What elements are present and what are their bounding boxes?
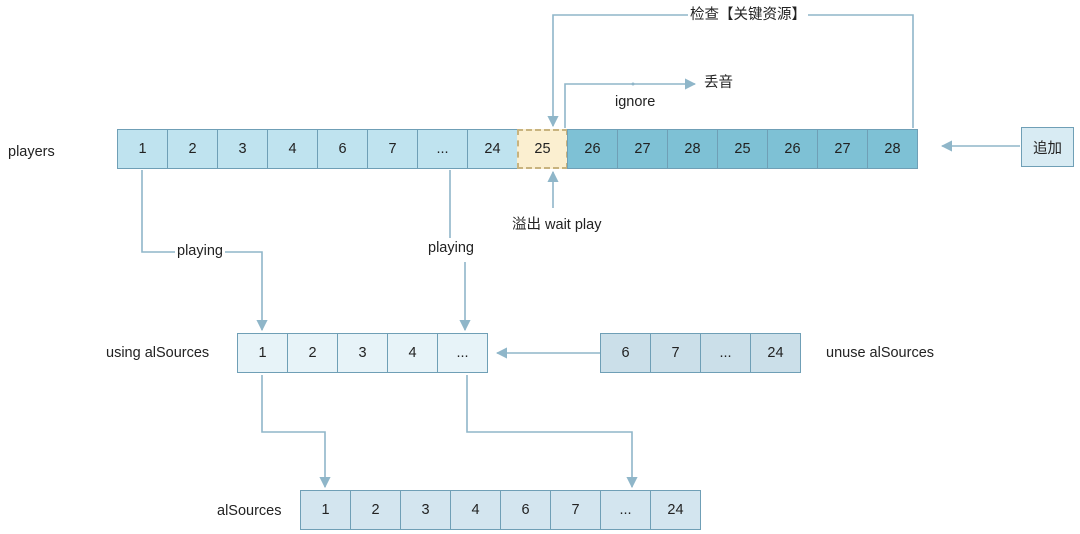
players-label: players — [8, 144, 55, 160]
ignore-line — [564, 78, 697, 128]
player-cell: ... — [417, 129, 468, 169]
player-cell: 28 — [667, 129, 718, 169]
player-cell: 27 — [817, 129, 868, 169]
using-alsource-cell: 2 — [287, 333, 338, 373]
player-cell: 6 — [317, 129, 368, 169]
append-button[interactable]: 追加 — [1021, 127, 1074, 167]
using-alsource-cell: 4 — [387, 333, 438, 373]
player-cell: 1 — [117, 129, 168, 169]
player-cell: 26 — [567, 129, 618, 169]
drop-sound-label: 丢音 — [704, 75, 733, 91]
player-cell: 25 — [717, 129, 768, 169]
unuse-alsource-cell: 24 — [750, 333, 801, 373]
unuse-alsource-cell: 7 — [650, 333, 701, 373]
alsource-cell: 7 — [550, 490, 601, 530]
alsource-cell: 6 — [500, 490, 551, 530]
player-cell: 27 — [617, 129, 668, 169]
playing-left-label: playing — [175, 242, 225, 260]
using-alsource-cell: 1 — [237, 333, 288, 373]
alsources-label: alSources — [217, 503, 282, 519]
using-to-alsources-left — [261, 375, 331, 489]
player-cell: 7 — [367, 129, 418, 169]
alsource-cell: 4 — [450, 490, 501, 530]
playing-right-label: playing — [428, 240, 474, 256]
player-cell: 2 — [167, 129, 218, 169]
using-to-alsources-right — [466, 375, 638, 489]
check-critical-label: 检查【关键资源】 — [688, 6, 808, 24]
alsource-cell: 2 — [350, 490, 401, 530]
player-cell: 3 — [217, 129, 268, 169]
player-cell: 25 — [517, 129, 568, 169]
using-alsource-cell: 3 — [337, 333, 388, 373]
using-alsource-cell: ... — [437, 333, 488, 373]
player-cell: 28 — [867, 129, 918, 169]
check-loop-line — [547, 14, 914, 128]
unuse-alsource-cell: 6 — [600, 333, 651, 373]
overflow-label: 溢出 wait play — [512, 217, 602, 233]
alsource-cell: 1 — [300, 490, 351, 530]
player-cell: 24 — [467, 129, 518, 169]
alsource-cell: ... — [600, 490, 651, 530]
alsource-cell: 3 — [400, 490, 451, 530]
using-alsources-label: using alSources — [106, 345, 210, 361]
player-cell: 26 — [767, 129, 818, 169]
unuse-alsources-label: unuse alSources — [826, 345, 935, 361]
alsource-cell: 24 — [650, 490, 701, 530]
unuse-alsource-cell: ... — [700, 333, 751, 373]
ignore-label: ignore — [615, 94, 656, 110]
player-cell: 4 — [267, 129, 318, 169]
